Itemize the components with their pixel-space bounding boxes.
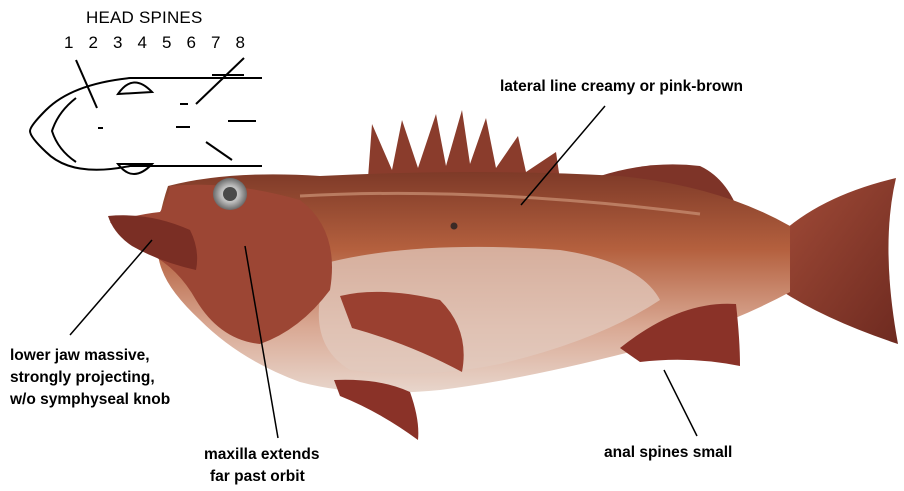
spine-number: 6 xyxy=(187,33,212,53)
spine-number: 8 xyxy=(236,33,261,53)
dorsal-fin-spiny xyxy=(368,110,600,180)
spine-number: 7 xyxy=(211,33,236,53)
head-spines-diagram xyxy=(30,58,262,174)
label-lower-jaw-line: w/o symphyseal knob xyxy=(10,389,170,411)
label-anal-spines: anal spines small xyxy=(604,442,732,464)
fish-body xyxy=(108,110,898,440)
head xyxy=(110,185,332,344)
head-spines-title: HEAD SPINES xyxy=(86,8,203,28)
spine-number: 1 xyxy=(64,33,89,53)
label-lower-jaw-line: strongly projecting, xyxy=(10,367,170,389)
spine-number: 2 xyxy=(89,33,114,53)
spine-number: 3 xyxy=(113,33,138,53)
spine-number: 4 xyxy=(138,33,163,53)
leader-lower-jaw xyxy=(70,240,152,335)
label-maxilla-line: maxilla extends xyxy=(204,446,319,463)
label-lateral-line: lateral line creamy or pink-brown xyxy=(500,76,743,98)
label-maxilla-line: far past orbit xyxy=(204,466,319,488)
label-lower-jaw: lower jaw massive, strongly projecting, … xyxy=(10,345,170,411)
caudal-fin xyxy=(778,178,898,344)
leader-anal-spines xyxy=(664,370,697,436)
label-maxilla: maxilla extends far past orbit xyxy=(204,444,319,488)
spine-number: 5 xyxy=(162,33,187,53)
label-lower-jaw-line: lower jaw massive, xyxy=(10,345,170,367)
